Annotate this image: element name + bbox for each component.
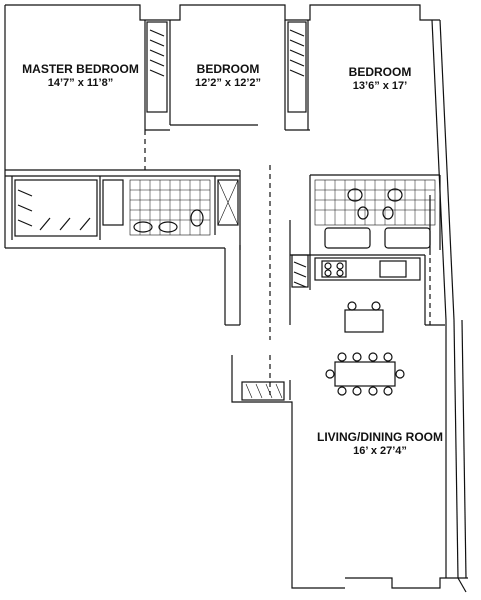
room-bedroom-3: BEDROOM 13’6” x 17’ (330, 65, 430, 93)
closet-hatching (14, 21, 309, 288)
room-name: BEDROOM (196, 62, 260, 76)
kitchen (314, 257, 421, 281)
exterior-walls (4, 4, 468, 589)
bathroom-fixtures (102, 179, 436, 249)
room-name: BEDROOM (348, 65, 412, 79)
room-name: LIVING/DINING ROOM (317, 430, 443, 444)
dashed-openings (144, 130, 431, 395)
interior-walls (5, 20, 445, 400)
furniture (241, 301, 405, 401)
room-dimensions: 12’2” x 12’2” (194, 77, 262, 89)
room-dimensions: 16’ x 27’4” (353, 445, 407, 457)
room-bedroom-2: BEDROOM 12’2” x 12’2” (178, 62, 278, 90)
room-dimensions: 14’7” x 11’8” (47, 77, 114, 89)
room-dimensions: 13’6” x 17’ (352, 80, 408, 92)
room-master-bedroom: MASTER BEDROOM 14’7” x 11’8” (18, 62, 143, 90)
room-name: MASTER BEDROOM (22, 62, 139, 76)
right-facade (431, 19, 467, 593)
room-living-dining: LIVING/DINING ROOM 16’ x 27’4” (305, 430, 455, 458)
